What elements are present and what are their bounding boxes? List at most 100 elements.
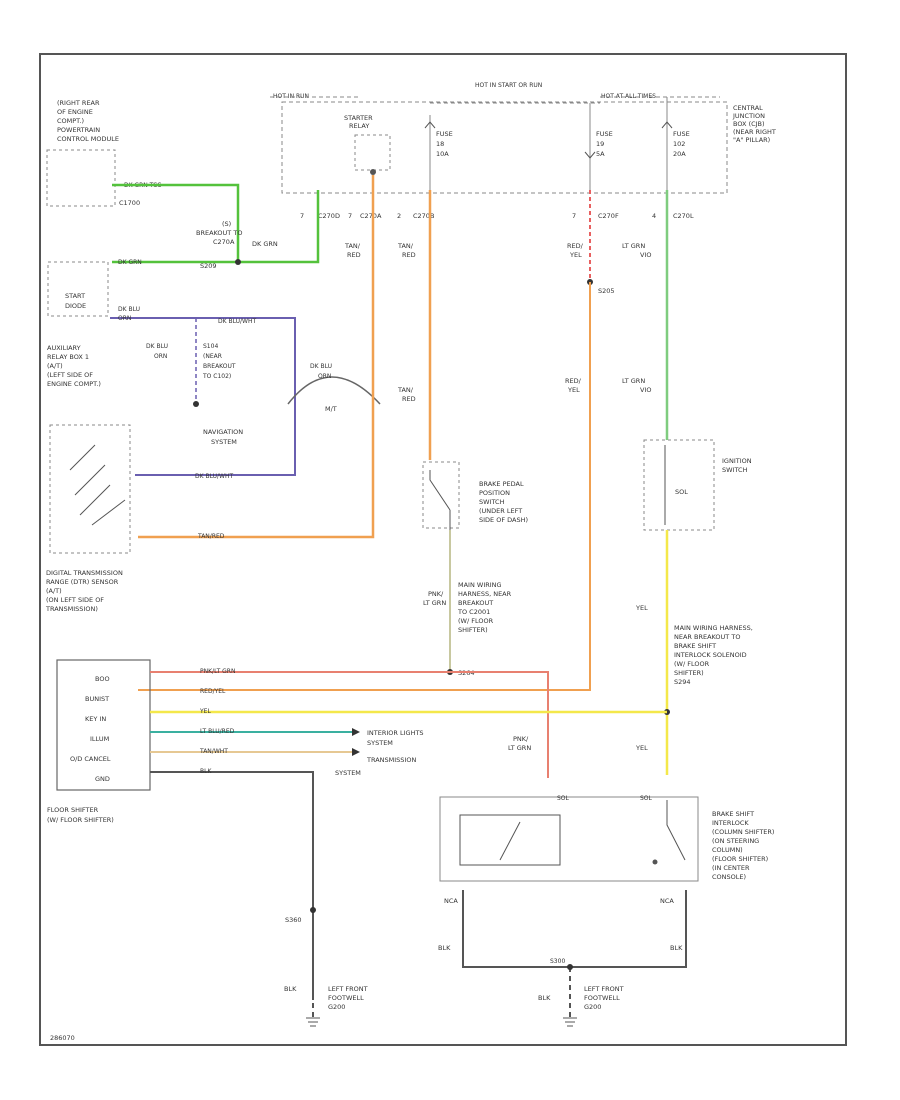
wire-fs-blk (150, 771, 314, 1000)
splice-brake-label-1: MAIN WIRING (458, 581, 502, 589)
wire-label-fs-4: LT BLU/RED (200, 728, 235, 735)
pcm-connector: C1700 (119, 199, 140, 207)
wire-label-pnk-lt-grn-2: LT GRN (423, 599, 446, 607)
wire-label-yel-1: YEL (635, 604, 648, 612)
interior-lights-label-3: TRANSMISSION (366, 756, 416, 764)
wire-label-fs-2: RED/YEL (200, 688, 226, 695)
ground-symbol-left (306, 1017, 320, 1027)
ground-symbol-right (563, 1017, 577, 1027)
interlock-label-4: (ON STEERING (712, 837, 759, 845)
splice-s104-label-4: TO C102) (202, 373, 231, 380)
navigation-label-2: SYSTEM (211, 438, 237, 446)
interlock-nca-2: NCA (660, 897, 674, 905)
interlock-contacts (499, 800, 686, 861)
interlock-label-6: (FLOOR SHIFTER) (712, 855, 768, 863)
wire-label-lt-grn-4: VIO (640, 386, 651, 394)
wire-label-dk-grn-tcc: DK GRN (118, 259, 142, 266)
fuse-19-rating: 5A (596, 150, 605, 158)
wire-label-red-yel-4: YEL (567, 386, 580, 394)
interlock-label-3: (COLUMN SHIFTER) (712, 828, 774, 836)
ground-right-label-3: G200 (584, 1003, 601, 1011)
wire-label-fs-6: BLK (200, 768, 212, 775)
cjb-box (281, 101, 728, 194)
floor-shifter-label-1: FLOOR SHIFTER (47, 806, 99, 814)
interlock-contact-node (652, 859, 658, 865)
start-diode-label-1: START (65, 292, 85, 300)
brake-switch-contact (429, 470, 451, 540)
ignition-switch-inner: SOL (675, 488, 688, 496)
wire-dk-grn (112, 183, 320, 264)
start-diode-box (47, 261, 109, 317)
dtr-sensor-box (49, 424, 131, 554)
wire-label-blk-1: BLK (438, 944, 451, 952)
pcm-label-5: CONTROL MODULE (57, 135, 119, 143)
interlock-label-7: (IN CENTER (712, 864, 750, 872)
wire-label-dk-blu-1: DK BLU (118, 306, 140, 313)
cjb-label-5: "A" PILLAR) (733, 136, 770, 144)
connector-pin-7c: 7 (572, 212, 576, 220)
starter-relay-label-2: RELAY (349, 122, 369, 130)
floor-shifter-box (56, 659, 151, 791)
wire-label-blk-4: BLK (284, 985, 297, 993)
splice-yel-label-6: SHIFTER) (674, 669, 704, 677)
wire-tan-red-starter (138, 175, 375, 539)
wire-label-red-yel-1: RED/ (567, 242, 584, 250)
wire-label-dk-blu-nav2: DK BLU/WHT (195, 473, 233, 480)
hot-start-label: HOT IN START OR RUN (475, 82, 542, 89)
brake-switch-label-2: POSITION (479, 489, 510, 497)
wire-blk-interlock (462, 890, 687, 968)
fuse-102-number: 102 (673, 140, 685, 148)
connector-c270l: C270L (673, 212, 694, 220)
brake-switch-label-4: (UNDER LEFT (479, 507, 522, 515)
interlock-box (439, 796, 699, 882)
brake-switch-label-5: SIDE OF DASH) (479, 516, 528, 524)
pcm-label-2: OF ENGINE (57, 108, 93, 116)
connector-c270b: C270B (413, 212, 434, 220)
wire-label-lt-grn-1: LT GRN (622, 242, 645, 250)
aux-relay-label-1: AUXILIARY (47, 344, 81, 352)
diagram-border (39, 53, 847, 1046)
wire-label-tan-red-v1: TAN/ (344, 242, 361, 250)
ignition-switch-box (643, 439, 715, 531)
ignition-switch-label-1: IGNITION (722, 457, 752, 465)
arrow-heads (352, 728, 360, 756)
wire-label-dk-blu-s2: ORN (154, 353, 167, 360)
cjb-label-3: BOX (CJB) (733, 120, 765, 128)
interlock-sol-1: SOL (557, 795, 570, 802)
wire-label-dk-grn: DK GRN (252, 240, 278, 248)
splice-bottom-label: S300 (550, 958, 565, 965)
brake-switch-box (422, 461, 460, 529)
brake-switch-label-3: SWITCH (479, 498, 505, 506)
wire-label-dk-blu-nav: DK BLU/WHT (218, 318, 256, 325)
ground-right-label-2: FOOTWELL (584, 994, 620, 1002)
wire-dk-blu-orn (110, 317, 296, 476)
wire-red-yel (138, 282, 591, 691)
wire-label-lt-grn-2: VIO (640, 251, 651, 259)
fuse-19: FUSE 19 5A (589, 103, 613, 190)
splice-s205-label: S205 (598, 287, 615, 295)
floor-shifter-label-2: (W/ FLOOR SHIFTER) (47, 816, 114, 824)
hot-bus-lines (270, 96, 720, 104)
splice-yel-label-4: INTERLOCK SOLENOID (674, 651, 747, 659)
mt-label: M/T (325, 405, 337, 413)
splice-brake-label-4: TO C2001 (457, 608, 490, 616)
floor-shifter-item-od-cancel: O/D CANCEL (70, 755, 111, 763)
splice-s104-label-3: BREAKOUT (203, 363, 236, 370)
floor-shifter-item-boo: BOO (95, 675, 110, 683)
splice-s209-label-2: BREAKOUT TO (196, 229, 242, 237)
ground-left-label-2: FOOTWELL (328, 994, 364, 1002)
wire-fs-pnk-lt-grn (150, 671, 549, 778)
splice-brake-label-2: HARNESS, NEAR (458, 590, 512, 598)
splice-yel-label-1: MAIN WIRING HARNESS, (674, 624, 753, 632)
brake-switch-label-1: BRAKE PEDAL (479, 480, 524, 488)
wire-label-red-yel-2: YEL (569, 251, 582, 259)
fuse-18-name: FUSE (436, 130, 453, 138)
aux-relay-label-2: RELAY BOX 1 (47, 353, 89, 361)
wire-label-dk-blu-1b: ORN (118, 315, 131, 322)
splice-yel-label-7: S294 (674, 678, 691, 686)
wire-label-pnk-lt-grn-1: PNK/ (428, 590, 444, 598)
splice-brake-label-6: SHIFTER) (458, 626, 488, 634)
pcm-label-4: POWERTRAIN (57, 126, 100, 134)
cjb-label-4: (NEAR RIGHT (733, 128, 776, 136)
interlock-sol-2: SOL (640, 795, 653, 802)
